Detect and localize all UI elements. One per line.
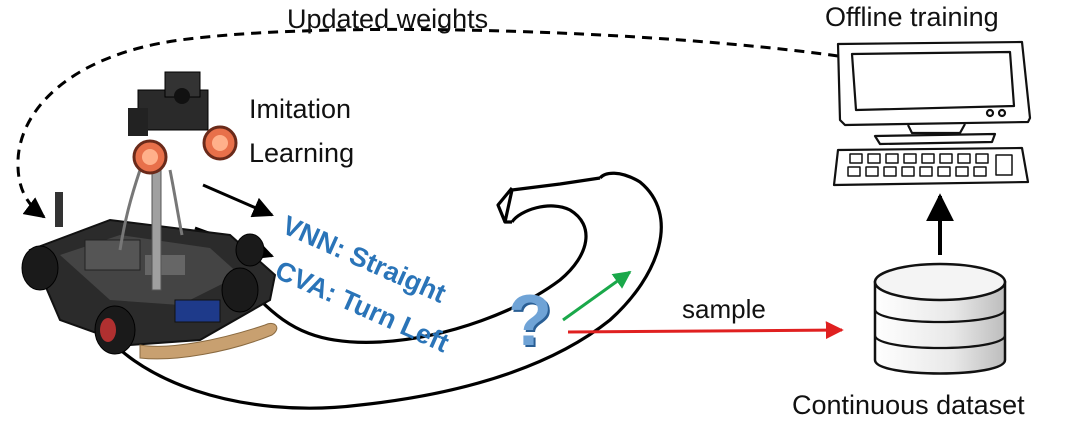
track-arrowhead-tip (496, 186, 514, 223)
robot-car-icon (21, 71, 278, 360)
computer-icon (832, 40, 1032, 187)
track-outer-path (93, 171, 663, 410)
updated-weights-label: Updated weights (287, 4, 489, 34)
track-inner-path (258, 204, 588, 344)
imitation-label-line1: Imitation (249, 94, 352, 124)
offline-training-label: Offline training (825, 2, 999, 32)
continuous-dataset-label: Continuous dataset (792, 390, 1025, 420)
green-arrow (562, 270, 632, 322)
red-sample-arrow (567, 321, 844, 340)
question-mark: ? (508, 281, 552, 361)
database-icon (873, 262, 1007, 375)
arrow-to-vnn (202, 183, 274, 218)
sample-label: sample (682, 294, 766, 324)
imitation-label-line2: Learning (249, 138, 355, 168)
